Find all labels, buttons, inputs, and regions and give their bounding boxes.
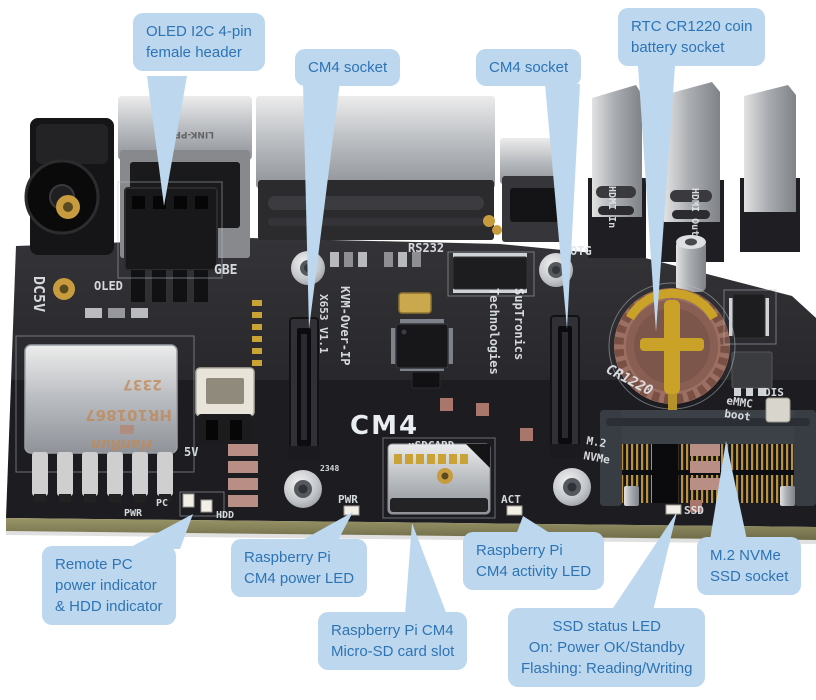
silkscreen-pwr-left: PWR — [124, 508, 143, 519]
cm4-power-led — [343, 505, 360, 516]
callout-remote-pc-indicator: Remote PC power indicator & HDD indicato… — [42, 546, 176, 625]
silkscreen-pwr-mid: PWR — [338, 493, 358, 506]
callout-rtc-battery: RTC CR1220 coin battery socket — [618, 8, 766, 66]
callout-line: Raspberry Pi CM4 — [331, 622, 454, 639]
silkscreen-pc: PC — [156, 498, 168, 509]
silkscreen-suptronics: SupTronics — [512, 288, 526, 360]
callout-cm4-socket-right: CM4 socket — [476, 49, 582, 86]
silkscreen-emmc: eMMC — [726, 394, 754, 411]
silkscreen-oled: OLED — [94, 279, 123, 293]
silkscreen-cm4: CM4 — [350, 411, 419, 441]
callout-ssd-status-led: SSD status LED On: Power OK/Standby Flas… — [508, 608, 706, 687]
callout-line: Raspberry Pi — [476, 542, 563, 559]
silkscreen-kvm-over-ip: KVM-Over-IP — [338, 286, 352, 365]
callout-tail-ssd-status-led — [611, 512, 677, 611]
silkscreen-technologies: Technologies — [487, 288, 501, 375]
silkscreen-hdmi-in: HDMI In — [606, 186, 617, 228]
transformer-date-marking: 2337 — [123, 376, 162, 392]
transformer-legs — [32, 452, 173, 502]
silkscreen-labels: DC5V OLED GBE RS232 OTG HDMI In HDMI Out… — [30, 186, 784, 521]
silkscreen-hdmi-out: HDMI Out — [689, 188, 700, 236]
silkscreen-m2: M.2 — [585, 434, 607, 450]
cm4-socket-left-connector — [288, 317, 320, 460]
silkscreen-otg: OTG — [570, 244, 592, 258]
hdmi-out-port — [660, 82, 724, 262]
transformer-brand-marking: HanRun — [91, 436, 152, 452]
dc-power-jack — [24, 118, 114, 300]
callout-line: Flashing: Reading/Writing — [521, 660, 693, 677]
callout-line: CM4 activity LED — [476, 563, 592, 580]
callout-tail-cm4-activity-led — [516, 516, 553, 535]
fan-5v-connector — [195, 367, 255, 444]
callout-line: Remote PC — [55, 556, 133, 573]
silkscreen-act: ACT — [501, 493, 521, 506]
cm4-activity-led — [506, 505, 523, 516]
callout-tail-rtc-battery — [638, 66, 675, 332]
power-transformer: 2337 HR101867 HanRun — [15, 335, 195, 502]
status-leds — [179, 491, 682, 517]
silkscreen-nvme: NVMe — [582, 449, 611, 466]
main-ic-chip — [391, 292, 453, 371]
right-edge-port — [740, 85, 800, 252]
silkscreen-5v: 5V — [184, 445, 198, 459]
ethernet-jack-brand: LINK-PP — [174, 129, 214, 139]
callout-line: CM4 power LED — [244, 570, 355, 587]
hdmi-in-port — [588, 85, 646, 258]
callout-line: Micro-SD card slot — [331, 643, 455, 660]
callout-line: CM4 socket — [489, 59, 569, 76]
oled-i2c-header — [117, 181, 223, 302]
callout-tail-cm4-socket-right — [545, 84, 580, 329]
callout-microsd-slot: Raspberry Pi CM4 Micro-SD card slot — [318, 612, 468, 670]
callout-m2-ssd-socket: M.2 NVMe SSD socket — [697, 537, 802, 595]
shielded-connector-module — [256, 96, 495, 240]
callout-tail-oled-header — [147, 76, 187, 206]
silkscreen-ssd: SSD — [684, 504, 704, 517]
callout-tail-m2-ssd-socket — [710, 441, 747, 540]
callout-tail-cm4-socket-left — [303, 82, 340, 329]
hdd-led — [200, 499, 213, 513]
callout-line: SSD socket — [710, 568, 789, 585]
callout-cm4-power-led: Raspberry Pi CM4 power LED — [231, 539, 368, 597]
silkscreen-usdcard: uSDCARD — [408, 439, 455, 452]
transformer-part-marking: HR101867 — [85, 406, 172, 424]
silkscreen-dis: DIS — [764, 386, 784, 399]
board-edge — [6, 518, 816, 540]
callout-line: power indicator — [55, 577, 157, 594]
silkscreen-rs232: RS232 — [408, 241, 444, 255]
soic-chips — [411, 251, 773, 396]
callout-line: CM4 socket — [308, 59, 388, 76]
rtc-battery-holder — [608, 282, 736, 420]
callout-cm4-activity-led: Raspberry Pi CM4 activity LED — [463, 532, 605, 590]
m2-nvme-socket — [600, 410, 816, 506]
callout-line: Raspberry Pi — [244, 549, 331, 566]
callout-line: SSD status LED — [552, 618, 661, 635]
callout-line: On: Power OK/Standby — [528, 639, 685, 656]
callout-tail-microsd-slot — [405, 523, 447, 615]
callout-cm4-socket-left: CM4 socket — [295, 49, 401, 86]
ssd-status-led — [665, 504, 682, 515]
silkscreen-date-code: 2348 — [320, 464, 339, 473]
callout-line: & HDD indicator — [55, 598, 163, 615]
callout-tail-remote-pc — [127, 514, 193, 549]
silkscreen-boot: boot — [724, 407, 752, 424]
silkscreen-dc5v: DC5V — [30, 276, 48, 312]
callout-oled-header: OLED I2C 4-pin female header — [133, 13, 265, 71]
callout-line: female header — [146, 44, 242, 61]
cm4-socket-right-connector — [549, 315, 581, 458]
callout-line: OLED I2C 4-pin — [146, 23, 252, 40]
callout-line: battery socket — [631, 39, 725, 56]
silkscreen-hdd: HDD — [216, 510, 234, 521]
silkscreen-model: X653 V1.1 — [317, 294, 330, 354]
pc-power-led — [182, 493, 195, 508]
passive-components — [85, 215, 791, 512]
callout-line: RTC CR1220 coin — [631, 18, 753, 35]
silkscreen-gbe: GBE — [214, 263, 237, 278]
callout-line: M.2 NVMe — [710, 547, 781, 564]
callout-tail-cm4-power-led — [299, 512, 353, 542]
callout-tails — [127, 66, 747, 615]
